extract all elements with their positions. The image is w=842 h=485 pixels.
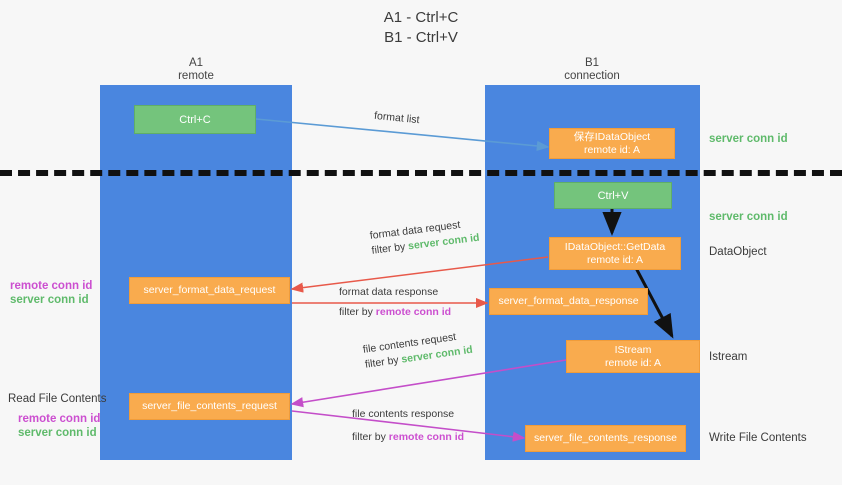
right-label-write-file-contents: Write File Contents	[709, 432, 807, 444]
node-save-idataobject-line2: remote id: A	[583, 143, 641, 156]
file-resp-line1: file contents response	[352, 408, 455, 420]
node-idataobject-getdata[interactable]: IDataObject::GetData remote id: A	[549, 237, 681, 270]
node-ctrl-c-label: Ctrl+C	[179, 113, 211, 126]
node-save-idataobject[interactable]: 保存IDataObject remote id: A	[549, 128, 675, 159]
lane-b1-sub: connection	[564, 70, 620, 82]
lane-b1-name: B1	[584, 57, 600, 69]
node-getdata-line2: remote id: A	[586, 253, 644, 266]
arrow-format-list	[255, 118, 550, 152]
node-ctrl-v[interactable]: Ctrl+V	[554, 182, 672, 209]
right-label-dataobject: DataObject	[709, 246, 767, 258]
node-istream-line1: IStream	[614, 343, 652, 356]
lane-a1-name: A1	[188, 57, 204, 69]
fmt-resp-filter-key: remote conn id	[375, 306, 452, 318]
arrow-getdata-to-istream	[634, 267, 674, 339]
right-label-istream: Istream	[709, 351, 748, 363]
node-istream[interactable]: IStream remote id: A	[566, 340, 700, 373]
left-label-remote-conn-id-2: remote conn id	[18, 413, 101, 425]
lane-a1-sub: remote	[178, 70, 214, 82]
left-label-server-conn-id-2: server conn id	[18, 427, 97, 439]
file-resp-line2: filter by remote conn id	[352, 431, 465, 443]
node-file-resp-label: server_file_contents_response	[533, 432, 677, 444]
left-label-server-conn-id-1: server conn id	[10, 294, 89, 306]
node-save-idataobject-line1: 保存IDataObject	[573, 130, 651, 143]
lane-header-a1: A1 remote	[134, 57, 258, 83]
node-istream-line2: remote id: A	[604, 356, 662, 369]
right-label-server-conn-id-2: server conn id	[709, 211, 788, 223]
file-resp-filter-key: remote conn id	[388, 431, 465, 443]
edge-label-format-data-response: format data response filter by remote co…	[339, 285, 451, 320]
lane-header-b1: B1 connection	[530, 57, 654, 83]
arrow-format-data-request	[290, 256, 549, 293]
node-ctrl-c[interactable]: Ctrl+C	[134, 105, 256, 134]
title-line-2: B1 - Ctrl+V	[384, 29, 458, 46]
left-label-read-file-contents: Read File Contents	[8, 393, 107, 405]
page-title: A1 - Ctrl+C B1 - Ctrl+V	[0, 8, 842, 48]
phase-divider	[0, 170, 842, 176]
left-label-remote-conn-id-1: remote conn id	[10, 280, 93, 292]
node-server-file-contents-request[interactable]: server_file_contents_request	[129, 393, 290, 420]
node-server-format-data-request[interactable]: server_format_data_request	[129, 277, 290, 304]
fmt-resp-line1: format data response	[339, 286, 439, 298]
node-getdata-line1: IDataObject::GetData	[564, 240, 666, 253]
node-ctrl-v-label: Ctrl+V	[597, 189, 629, 202]
arrow-file-contents-response	[291, 410, 526, 442]
node-file-req-label: server_file_contents_request	[142, 400, 277, 412]
right-label-server-conn-id-1: server conn id	[709, 133, 788, 145]
arrow-file-contents-request	[290, 359, 567, 408]
node-server-format-data-response[interactable]: server_format_data_response	[489, 288, 648, 315]
edge-label-file-contents-response: file contents response filter by remote …	[352, 407, 464, 445]
node-fmt-resp-label: server_format_data_response	[498, 295, 639, 307]
title-line-1: A1 - Ctrl+C	[383, 9, 459, 26]
node-server-file-contents-response[interactable]: server_file_contents_response	[525, 425, 686, 452]
fmt-resp-line2: filter by remote conn id	[339, 306, 452, 318]
node-fmt-req-label: server_format_data_request	[143, 284, 276, 296]
